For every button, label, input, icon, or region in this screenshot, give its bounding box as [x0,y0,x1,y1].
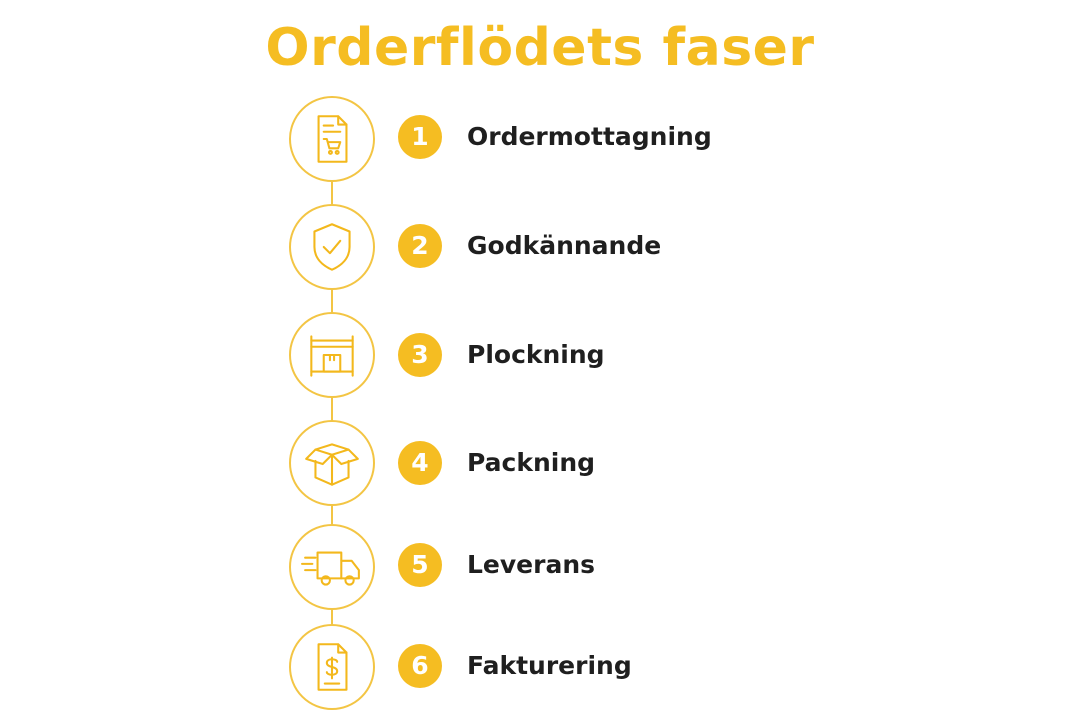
step-label: Packning [467,448,596,477]
step-number-badge: 6 [398,644,442,688]
connector-line [331,504,333,526]
step-label: Godkännande [467,231,662,260]
connector-line [331,606,333,626]
order-document-cart-icon [289,96,375,182]
connector-line [331,180,333,206]
open-box-icon [289,420,375,506]
connector-line [331,396,333,422]
step-label: Fakturering [467,651,632,680]
delivery-truck-icon [289,524,375,610]
step-label: Ordermottagning [467,122,712,151]
step-label: Leverans [467,550,596,579]
step-number-badge: 3 [398,333,442,377]
warehouse-shelf-box-icon [289,312,375,398]
invoice-dollar-icon [289,624,375,710]
step-number-badge: 4 [398,441,442,485]
step-number-badge: 1 [398,115,442,159]
shield-check-icon [289,204,375,290]
step-number-badge: 5 [398,543,442,587]
step-number-badge: 2 [398,224,442,268]
step-label: Plockning [467,340,605,369]
connector-line [331,288,333,314]
diagram-title: Orderflödets faser [265,18,815,78]
